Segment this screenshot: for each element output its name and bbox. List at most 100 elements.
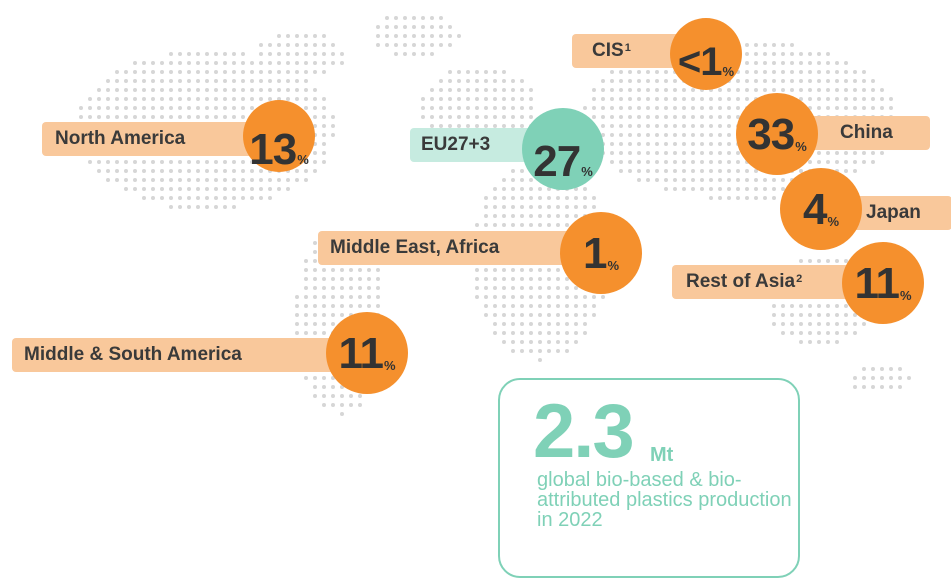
map-dot — [637, 88, 641, 92]
map-dot — [502, 115, 506, 119]
map-dot — [601, 106, 605, 110]
map-dot — [367, 295, 371, 299]
map-dot — [610, 70, 614, 74]
map-dot — [700, 187, 704, 191]
map-dot — [439, 115, 443, 119]
map-dot — [295, 313, 299, 317]
map-dot — [826, 52, 830, 56]
map-dot — [331, 322, 335, 326]
map-dot — [313, 304, 317, 308]
map-dot — [547, 349, 551, 353]
map-dot — [106, 178, 110, 182]
map-dot — [475, 106, 479, 110]
map-dot — [394, 52, 398, 56]
map-dot — [808, 70, 812, 74]
map-dot — [871, 367, 875, 371]
map-dot — [574, 304, 578, 308]
map-dot — [421, 106, 425, 110]
map-dot — [511, 124, 515, 128]
map-dot — [178, 52, 182, 56]
map-dot — [691, 97, 695, 101]
map-dot — [295, 304, 299, 308]
map-dot — [313, 70, 317, 74]
map-dot — [133, 88, 137, 92]
map-dot — [718, 106, 722, 110]
map-dot — [250, 178, 254, 182]
map-dot — [115, 97, 119, 101]
map-dot — [232, 106, 236, 110]
map-dot — [610, 115, 614, 119]
map-dot — [430, 34, 434, 38]
map-dot — [340, 295, 344, 299]
map-dot — [520, 97, 524, 101]
map-dot — [655, 142, 659, 146]
map-dot — [664, 142, 668, 146]
map-dot — [511, 106, 515, 110]
map-dot — [556, 349, 560, 353]
map-dot — [718, 187, 722, 191]
map-dot — [547, 286, 551, 290]
map-dot — [718, 88, 722, 92]
map-dot — [349, 277, 353, 281]
map-dot — [853, 88, 857, 92]
map-dot — [763, 70, 767, 74]
map-dot — [322, 385, 326, 389]
map-dot — [574, 295, 578, 299]
map-dot — [322, 142, 326, 146]
map-dot — [160, 187, 164, 191]
map-dot — [655, 115, 659, 119]
map-dot — [511, 322, 515, 326]
map-dot — [295, 43, 299, 47]
map-dot — [817, 160, 821, 164]
map-dot — [295, 169, 299, 173]
map-dot — [511, 340, 515, 344]
map-dot — [223, 106, 227, 110]
map-dot — [520, 340, 524, 344]
share-circle: 33% — [736, 93, 818, 175]
map-dot — [502, 187, 506, 191]
map-dot — [205, 70, 209, 74]
map-dot — [736, 160, 740, 164]
map-dot — [187, 97, 191, 101]
map-dot — [655, 169, 659, 173]
map-dot — [421, 34, 425, 38]
map-dot — [205, 97, 209, 101]
map-dot — [214, 160, 218, 164]
map-dot — [817, 313, 821, 317]
map-dot — [448, 43, 452, 47]
map-dot — [862, 70, 866, 74]
map-dot — [637, 160, 641, 164]
map-dot — [493, 331, 497, 335]
map-dot — [826, 331, 830, 335]
map-dot — [493, 106, 497, 110]
map-dot — [475, 97, 479, 101]
map-dot — [727, 97, 731, 101]
map-dot — [223, 169, 227, 173]
map-dot — [250, 88, 254, 92]
map-dot — [430, 97, 434, 101]
map-dot — [493, 187, 497, 191]
map-dot — [160, 79, 164, 83]
map-dot — [637, 151, 641, 155]
map-dot — [97, 106, 101, 110]
map-dot — [826, 61, 830, 65]
map-dot — [178, 61, 182, 65]
map-dot — [124, 88, 128, 92]
map-dot — [889, 106, 893, 110]
map-dot — [700, 133, 704, 137]
map-dot — [313, 160, 317, 164]
map-dot — [178, 115, 182, 119]
map-dot — [196, 160, 200, 164]
map-dot — [646, 151, 650, 155]
map-dot — [277, 79, 281, 83]
map-dot — [835, 322, 839, 326]
map-dot — [421, 16, 425, 20]
map-dot — [538, 286, 542, 290]
map-dot — [475, 277, 479, 281]
map-dot — [637, 115, 641, 119]
map-dot — [178, 79, 182, 83]
map-dot — [331, 133, 335, 137]
map-dot — [853, 70, 857, 74]
map-dot — [709, 142, 713, 146]
map-dot — [799, 61, 803, 65]
